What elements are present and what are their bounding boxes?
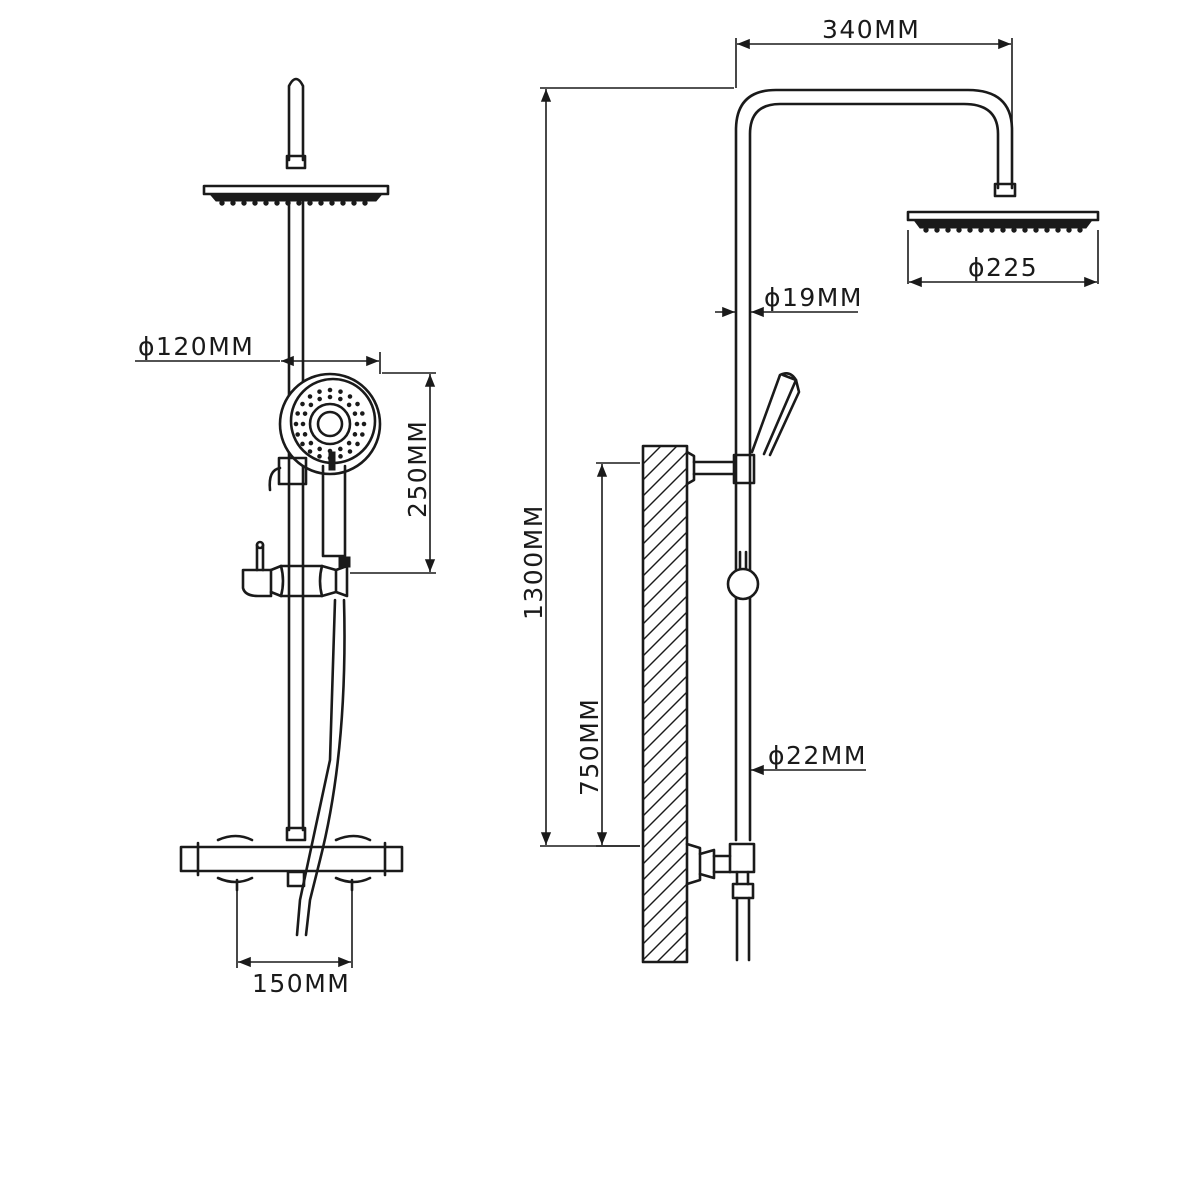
side-lower-connector	[685, 842, 756, 962]
dim-mount-height: 750MM	[575, 698, 604, 796]
side-slide-knob	[726, 550, 760, 601]
front-slide-bracket	[241, 540, 351, 598]
side-hand-shower	[750, 372, 801, 457]
front-hand-shower	[278, 372, 382, 558]
side-view	[641, 88, 1100, 964]
side-overhead-arm	[734, 88, 1014, 842]
dim-inlet-spacing: 150MM	[252, 969, 350, 998]
front-riser-collar	[285, 154, 307, 170]
dim-arm-pipe-dia: ϕ19MM	[764, 283, 863, 312]
dim-hand-shower-len: 250MM	[403, 420, 432, 518]
front-bar-foot	[285, 826, 307, 842]
dimension-lines	[135, 38, 1099, 968]
front-hose	[295, 598, 346, 937]
front-rain-head	[202, 184, 390, 206]
side-upper-bracket	[685, 450, 756, 486]
front-mixer-valve	[179, 834, 404, 892]
side-rain-head	[906, 210, 1100, 233]
dim-arm-reach: 340MM	[822, 15, 920, 44]
dim-bar-pipe-dia: ϕ22MM	[768, 741, 867, 770]
dim-total-height: 1300MM	[519, 504, 548, 620]
side-wall	[641, 444, 689, 964]
dim-head-dia: ϕ225	[968, 253, 1038, 282]
front-riser-top	[287, 77, 305, 162]
front-view	[179, 77, 404, 937]
dim-hand-shower-dia: ϕ120MM	[138, 332, 254, 361]
front-main-bar	[287, 200, 305, 832]
front-upper-bracket	[268, 456, 308, 492]
side-arm-collar	[993, 182, 1017, 198]
